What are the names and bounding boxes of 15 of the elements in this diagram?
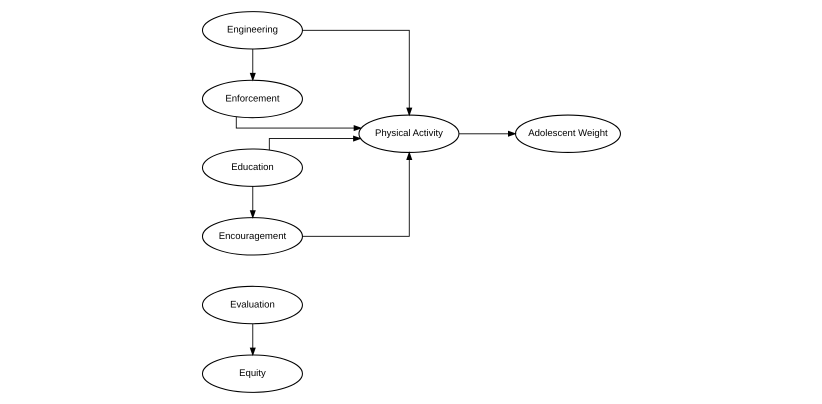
- node-ellipse: Evaluation: [201, 286, 302, 324]
- node-ellipse: Engineering: [201, 11, 302, 50]
- node-ellipse: Enforcement: [201, 80, 302, 118]
- node-ellipse: Adolescent Weight: [514, 114, 620, 153]
- arrow: [268, 136, 362, 150]
- arrow: [458, 130, 516, 137]
- arrow: [249, 323, 256, 356]
- node-ellipse: Education: [201, 148, 302, 187]
- arrow: [249, 186, 256, 219]
- arrow: [302, 151, 412, 237]
- node-ellipse: Encouragement: [201, 217, 302, 256]
- node-ellipse: Physical Activity: [358, 114, 459, 153]
- arrow: [302, 30, 412, 116]
- arrow: [249, 48, 256, 82]
- node-ellipse: Equity: [201, 354, 302, 393]
